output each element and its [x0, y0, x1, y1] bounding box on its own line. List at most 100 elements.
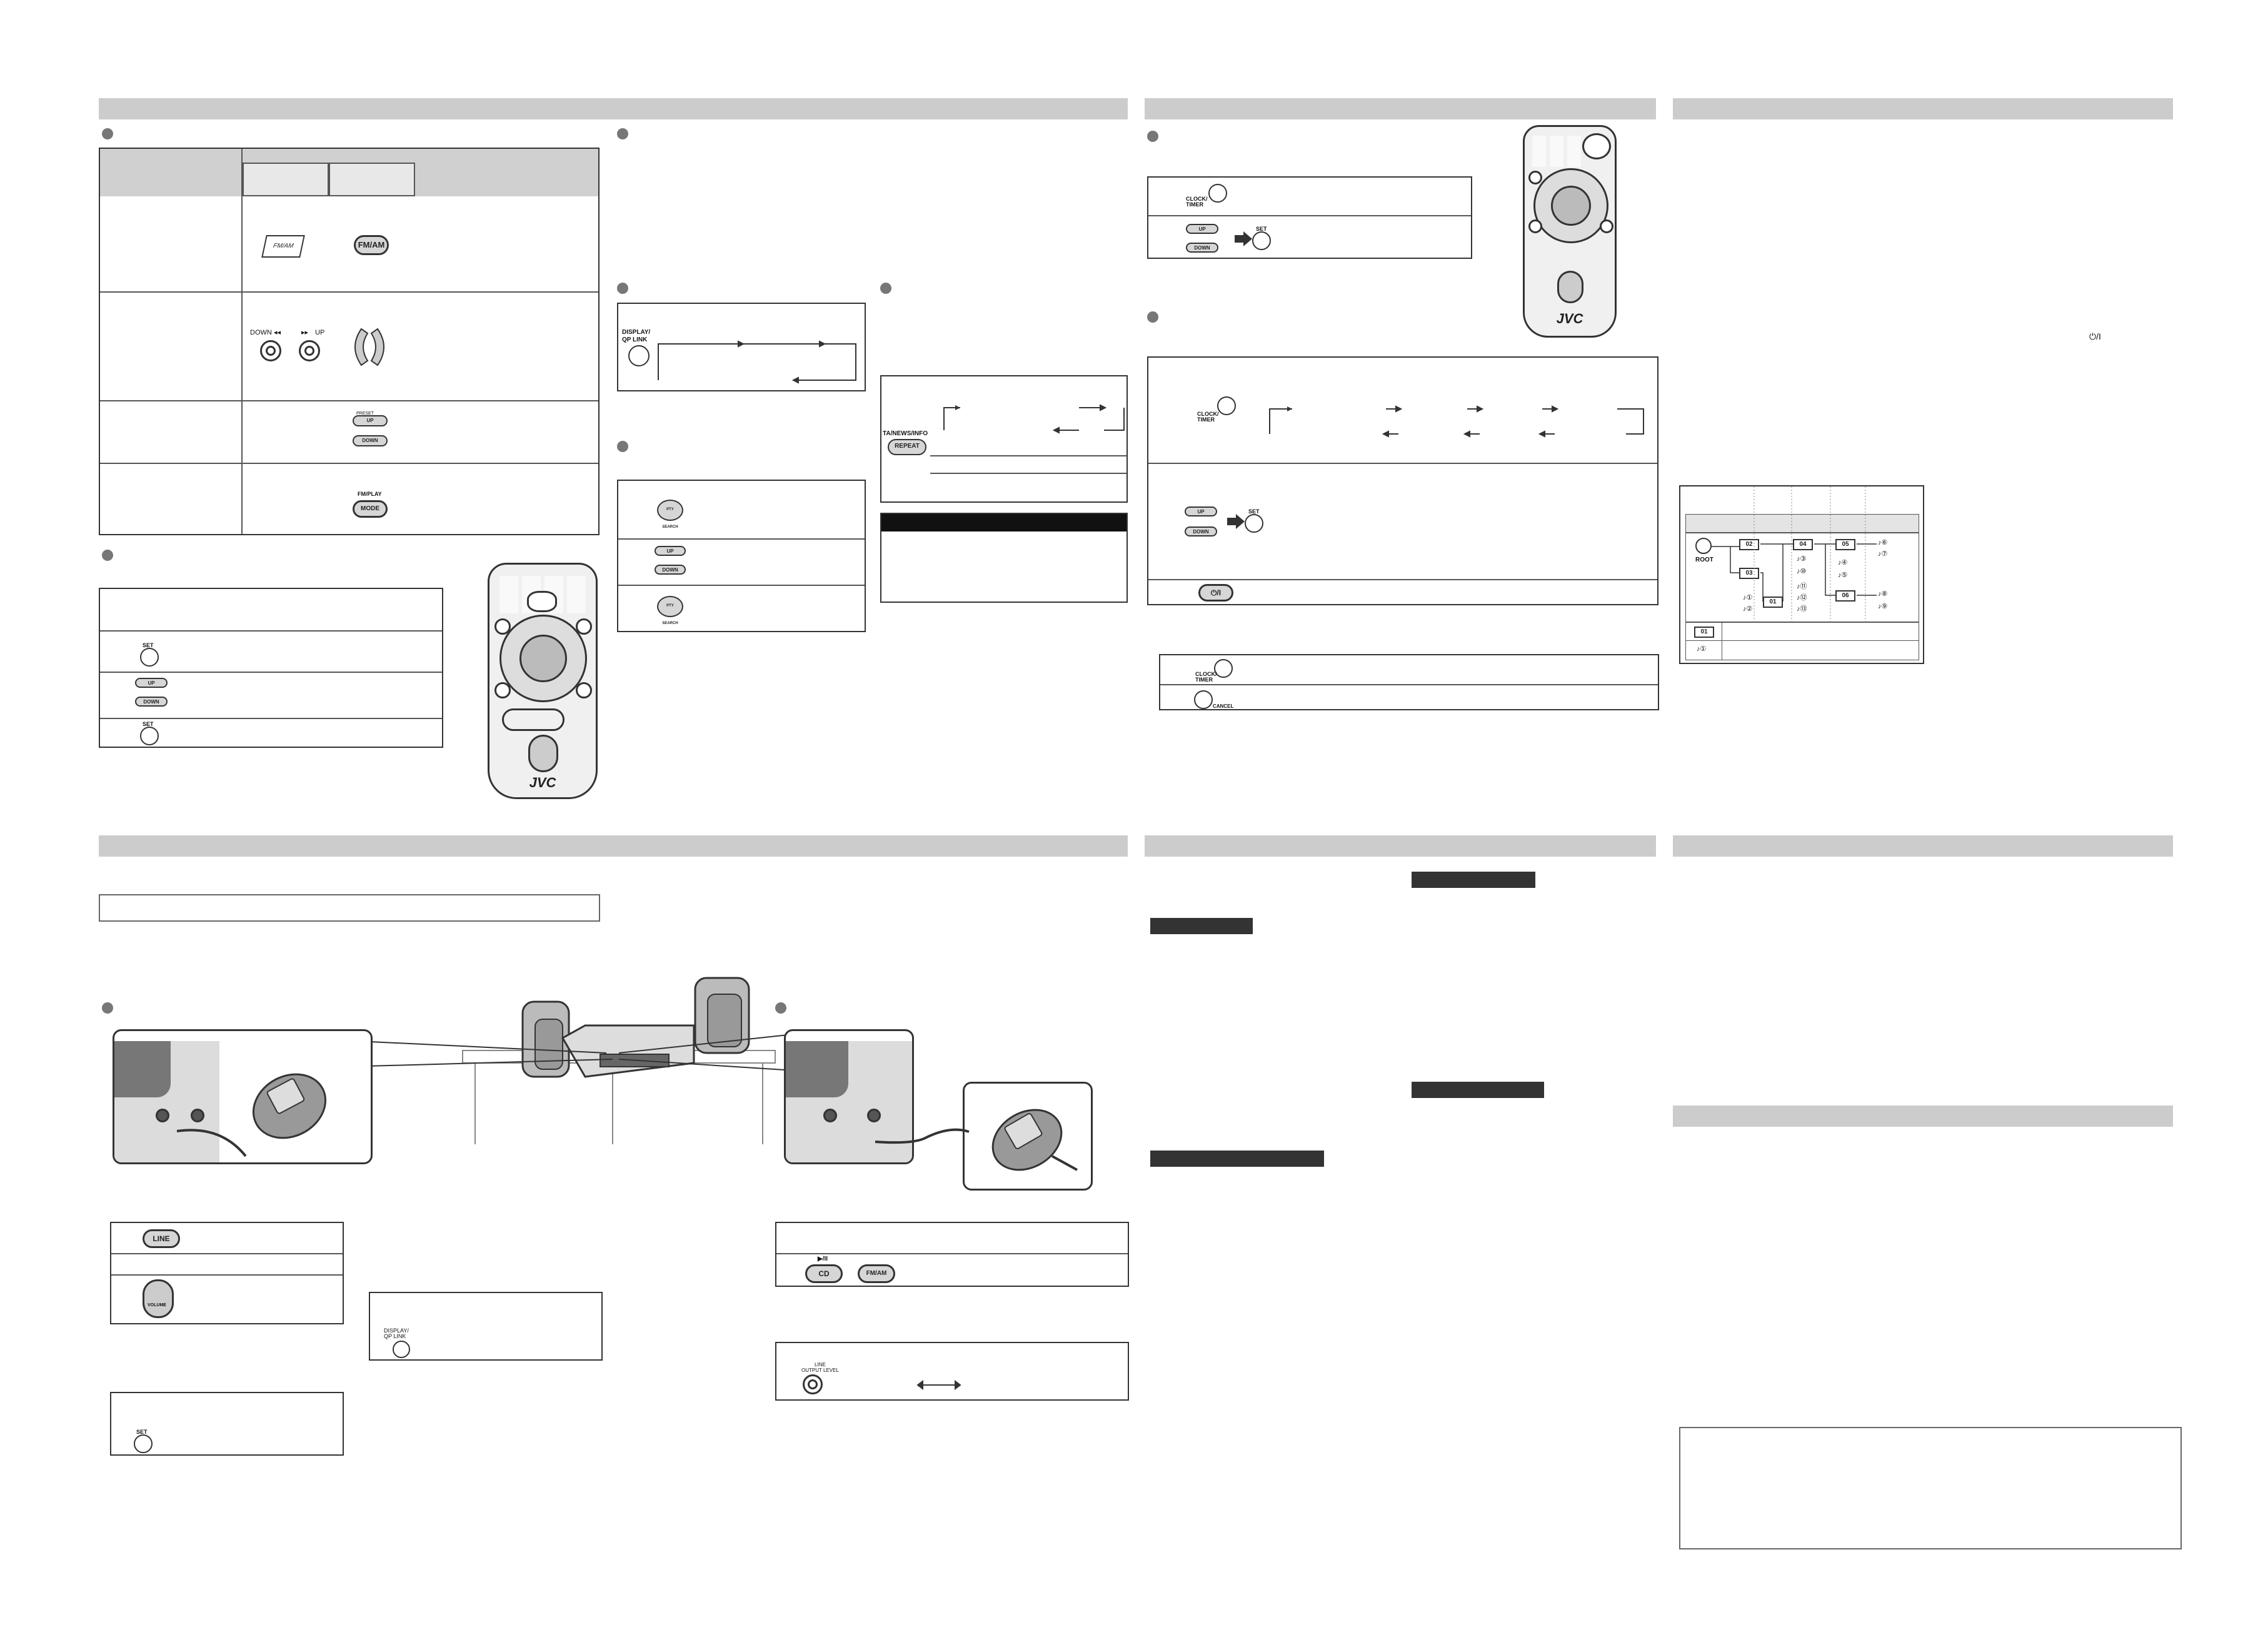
highlight-circle: [494, 682, 511, 698]
fast-forward-icon: ▸▸: [301, 329, 309, 336]
remote-button-grid: [1532, 136, 1582, 167]
highlight-circle: [576, 618, 592, 635]
remote-control: JVC: [488, 563, 598, 799]
track-icon: ♪③: [1797, 555, 1807, 563]
timer-set-table: CLOCK/ TIMER UP DOWN SET ⏻/I: [1147, 356, 1658, 605]
connection-inset-left: [113, 1029, 373, 1164]
display-qp-link-box: DISPLAY/ QP LINK: [369, 1292, 603, 1361]
pty-search-button[interactable]: PTY SEARCH: [657, 596, 683, 625]
section-header-bar: [1673, 98, 2173, 119]
volume-label: VOLUME: [148, 1303, 166, 1307]
clock-timer-button[interactable]: [1217, 396, 1236, 415]
panel-display: [114, 1041, 171, 1097]
step-bullet: [102, 128, 113, 139]
repeat-button[interactable]: REPEAT: [888, 439, 926, 455]
highlight-circle: [1528, 171, 1542, 184]
remote-highlight-row: [502, 708, 564, 731]
set-button[interactable]: [140, 727, 159, 745]
clock-timer-button[interactable]: [1208, 184, 1227, 203]
down-small-button[interactable]: DOWN: [1186, 243, 1218, 253]
track-icon: ♪②: [1743, 605, 1753, 613]
down-small-button[interactable]: DOWN: [1185, 526, 1217, 536]
power-button[interactable]: ⏻/I: [1198, 584, 1233, 602]
step-bullet: [1147, 311, 1158, 323]
mode-button[interactable]: MODE: [353, 500, 388, 518]
audio-player-illustration: [176, 1073, 327, 1157]
table-header-subcell: [329, 163, 415, 196]
set-button[interactable]: [1245, 514, 1263, 533]
player-inset: [963, 1082, 1093, 1191]
subheading-bar: [1150, 1151, 1324, 1167]
up-small-button[interactable]: UP: [1186, 224, 1218, 234]
volume-button[interactable]: [1557, 271, 1583, 303]
subheading-bar: [1150, 918, 1253, 934]
up-small-button[interactable]: UP: [1185, 506, 1217, 516]
set-label: SET: [1256, 226, 1267, 232]
set-label: SET: [143, 721, 154, 727]
step-bullet: [102, 550, 113, 561]
display-button[interactable]: [628, 345, 650, 366]
clock-set-table: CLOCK/ TIMER UP DOWN SET: [1147, 176, 1472, 259]
pty-search-table: PTY SEARCH UP DOWN PTY SEARCH: [617, 480, 866, 632]
down-small-button[interactable]: DOWN: [353, 435, 388, 446]
fm-am-button[interactable]: FM/AM: [858, 1264, 895, 1283]
fm-am-button[interactable]: FM/AM: [354, 235, 389, 255]
pty-search-button[interactable]: PTY SEARCH: [657, 500, 683, 529]
highlight-circle: [1582, 133, 1611, 159]
down-button-inner: [266, 346, 276, 356]
up-small-button[interactable]: UP: [353, 415, 388, 426]
subheading-bar: [1412, 872, 1535, 888]
fm-am-button-main-unit[interactable]: FM/AM: [261, 235, 305, 258]
remote-control: JVC: [1523, 125, 1617, 338]
track-icon: ♪⑬: [1797, 605, 1807, 613]
display-button[interactable]: [393, 1341, 410, 1358]
track-icon: ♪⑧: [1878, 590, 1888, 598]
line-button[interactable]: LINE: [143, 1229, 180, 1248]
set-button[interactable]: [140, 648, 159, 667]
digital-audio-jack: [867, 1109, 881, 1122]
volume-button[interactable]: [143, 1279, 174, 1318]
cancel-button[interactable]: [1194, 690, 1213, 709]
line-output-level-button[interactable]: [803, 1374, 823, 1394]
section-header-bar: [99, 835, 1128, 857]
track-icon: ♪①: [1697, 645, 1707, 653]
track-icon: ♪⑤: [1838, 572, 1848, 579]
highlight-circle: [494, 618, 511, 635]
set-label: SET: [143, 642, 154, 648]
down-small-button[interactable]: DOWN: [135, 697, 168, 707]
track-icon: ♪⑥: [1878, 539, 1888, 546]
multi-control-center[interactable]: [1551, 186, 1591, 226]
double-arrow-icon: [916, 1380, 961, 1390]
section-header-bar: [99, 98, 1128, 119]
track-icon: ♪⑫: [1797, 594, 1807, 602]
multi-control-dial-icon[interactable]: [348, 326, 391, 368]
section-header-bar: [1145, 98, 1656, 119]
down-small-button[interactable]: DOWN: [655, 565, 686, 575]
up-small-button[interactable]: UP: [655, 546, 686, 556]
subheading-bar: [1412, 1082, 1544, 1098]
set-button[interactable]: [1252, 231, 1271, 250]
line-output-level-button-inner: [808, 1379, 818, 1389]
cd-button[interactable]: CD: [805, 1264, 843, 1283]
up-small-button[interactable]: UP: [135, 678, 168, 688]
diagram-legend: [1685, 622, 1919, 660]
clock-timer-label: CLOCK/ TIMER: [1195, 671, 1217, 683]
panel-display: [786, 1041, 848, 1097]
step-bullet: [775, 1002, 786, 1014]
table-header-subcell: [243, 163, 329, 196]
step-bullet: [880, 283, 891, 294]
display-cycle-box: DISPLAY/ QP LINK: [617, 303, 866, 391]
ta-news-cycle-arrows: [943, 404, 1125, 434]
volume-button[interactable]: [528, 735, 558, 772]
highlight-circle: [1600, 219, 1613, 233]
note-box: [880, 513, 1128, 603]
clock-timer-button[interactable]: [1214, 659, 1233, 678]
play-pause-label: ▶/II: [818, 1256, 828, 1262]
track-icon: ♪①: [1743, 594, 1753, 602]
step-bullet: [617, 128, 628, 139]
multi-control-center[interactable]: [519, 635, 567, 682]
folder-icon: 06: [1835, 590, 1855, 602]
folder-icon: 01: [1694, 627, 1714, 638]
note-frame: [1679, 1427, 2182, 1549]
set-button[interactable]: [134, 1434, 153, 1453]
